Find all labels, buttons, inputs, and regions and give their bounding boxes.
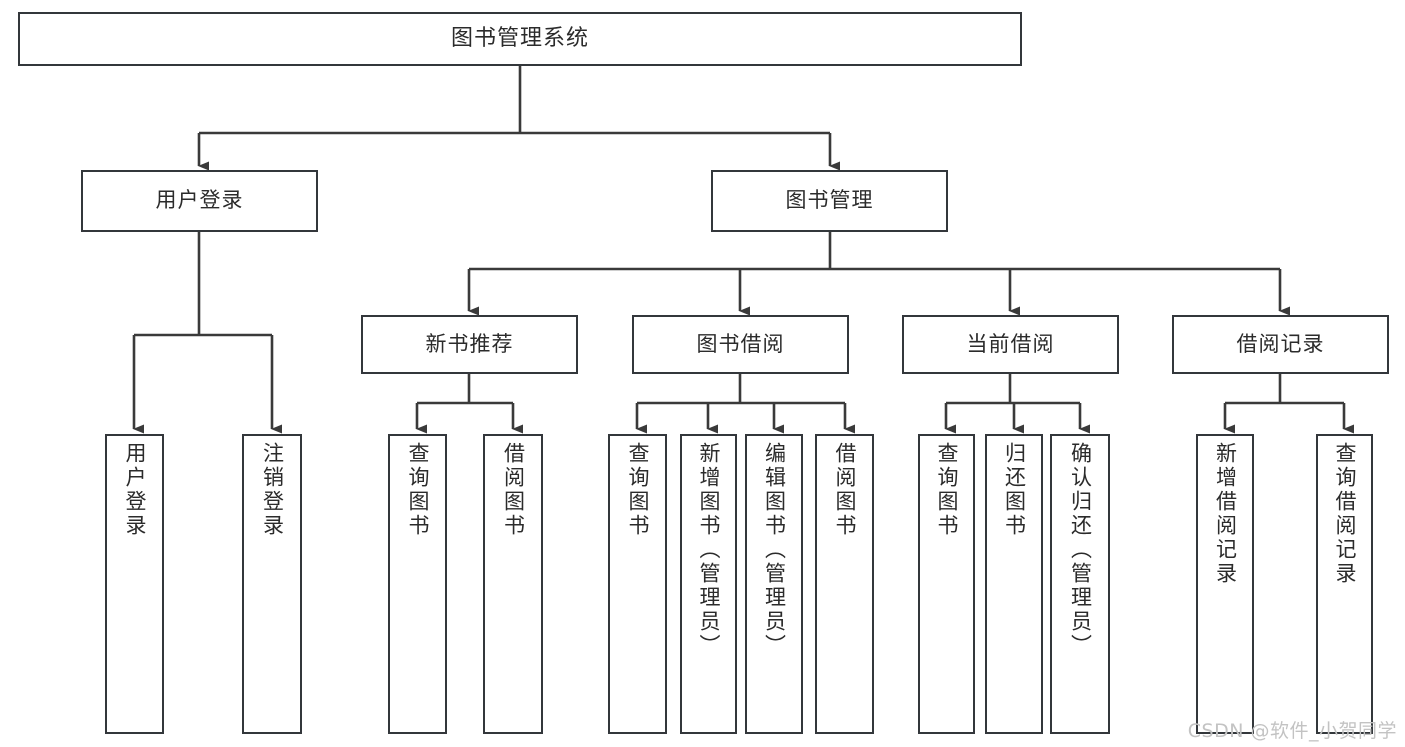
leaf-book-borrow-borrow[interactable]: 借阅图书 xyxy=(815,434,874,734)
leaf-current-borrow-confirm-return[interactable]: 确认归还（管理员） xyxy=(1050,434,1110,734)
leaf-borrow-record-query[interactable]: 查询借阅记录 xyxy=(1316,434,1373,734)
leaf-new-book-query-label: 查询图书 xyxy=(406,442,430,538)
node-root-label: 图书管理系统 xyxy=(450,25,589,51)
leaf-book-borrow-add-label: 新增图书（管理员） xyxy=(697,442,721,658)
leaf-new-book-borrow-label: 借阅图书 xyxy=(501,442,526,538)
node-book-borrow-label: 图书借阅 xyxy=(696,331,785,356)
leaf-book-borrow-edit-label: 编辑图书（管理员） xyxy=(762,442,787,658)
node-book-management-label: 图书管理 xyxy=(785,188,874,213)
leaf-book-borrow-query-label: 查询图书 xyxy=(626,442,650,538)
csdn-watermark: CSDN @软件_小贺同学 xyxy=(1187,720,1397,742)
node-borrow-record-label: 借阅记录 xyxy=(1236,331,1325,356)
node-new-book-recommend[interactable]: 新书推荐 xyxy=(361,315,578,374)
leaf-user-login-login[interactable]: 用户登录 xyxy=(105,434,164,734)
leaf-book-borrow-query[interactable]: 查询图书 xyxy=(608,434,667,734)
node-user-login-label: 用户登录 xyxy=(155,188,244,213)
leaf-book-borrow-edit[interactable]: 编辑图书（管理员） xyxy=(745,434,803,734)
leaf-current-borrow-return[interactable]: 归还图书 xyxy=(985,434,1043,734)
node-new-book-recommend-label: 新书推荐 xyxy=(425,331,514,356)
leaf-current-borrow-query-label: 查询图书 xyxy=(935,442,959,538)
leaf-borrow-record-add-label: 新增借阅记录 xyxy=(1213,442,1238,586)
node-user-login[interactable]: 用户登录 xyxy=(81,170,318,232)
leaf-user-login-login-label: 用户登录 xyxy=(123,442,147,538)
node-book-management[interactable]: 图书管理 xyxy=(711,170,948,232)
leaf-new-book-query[interactable]: 查询图书 xyxy=(388,434,447,734)
leaf-user-login-logout-label: 注销登录 xyxy=(260,442,285,538)
leaf-user-login-logout[interactable]: 注销登录 xyxy=(242,434,302,734)
leaf-current-borrow-return-label: 归还图书 xyxy=(1002,442,1027,538)
leaf-borrow-record-query-label: 查询借阅记录 xyxy=(1333,442,1357,586)
leaf-current-borrow-query[interactable]: 查询图书 xyxy=(918,434,975,734)
leaf-new-book-borrow[interactable]: 借阅图书 xyxy=(483,434,543,734)
leaf-current-borrow-confirm-return-label: 确认归还（管理员） xyxy=(1068,442,1093,658)
node-current-borrow-label: 当前借阅 xyxy=(966,331,1055,356)
node-root[interactable]: 图书管理系统 xyxy=(18,12,1022,66)
leaf-book-borrow-add[interactable]: 新增图书（管理员） xyxy=(680,434,737,734)
node-book-borrow[interactable]: 图书借阅 xyxy=(632,315,849,374)
node-borrow-record[interactable]: 借阅记录 xyxy=(1172,315,1389,374)
leaf-borrow-record-add[interactable]: 新增借阅记录 xyxy=(1196,434,1254,734)
node-current-borrow[interactable]: 当前借阅 xyxy=(902,315,1119,374)
leaf-book-borrow-borrow-label: 借阅图书 xyxy=(833,442,857,538)
